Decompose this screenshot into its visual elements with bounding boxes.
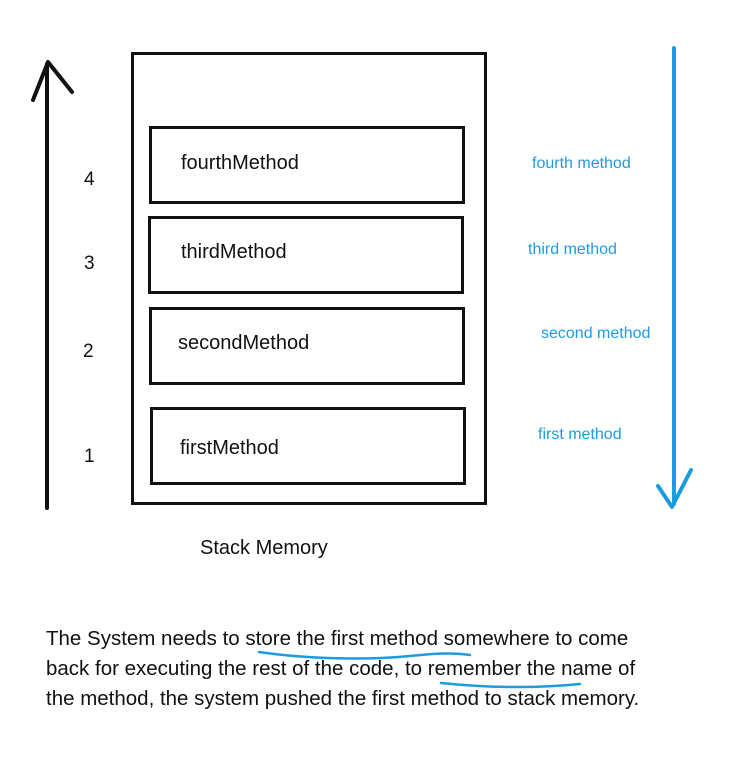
pop-order-label: first method (538, 426, 622, 443)
text-segment: somewhere to come (437, 627, 629, 650)
frame-number: 4 (84, 169, 95, 190)
stack-frame-label: thirdMethod (181, 241, 287, 263)
stack-frame-second (149, 307, 465, 385)
stack-frame-label: fourthMethod (181, 152, 299, 174)
stack-memory-container (131, 52, 487, 505)
text-segment: e name of (543, 657, 636, 680)
underlined-phrase: to remember th (404, 657, 544, 680)
underline-store-first-method (257, 650, 472, 660)
pop-order-label: second method (541, 325, 651, 342)
frame-number: 1 (84, 446, 95, 467)
explanation-paragraph: The System needs to store the first meth… (46, 624, 726, 714)
stack-frame-third (148, 216, 464, 294)
paragraph-line: back for executing the rest of the code,… (46, 654, 726, 684)
stack-frame-fourth (149, 126, 465, 204)
text-segment: back for executing the rest of the code, (46, 657, 405, 680)
stack-memory-caption: Stack Memory (200, 537, 328, 559)
paragraph-line: The System needs to store the first meth… (46, 624, 726, 654)
frame-number: 2 (83, 341, 94, 362)
underline-to-remember (439, 681, 582, 689)
pop-order-label: third method (528, 241, 617, 258)
paragraph-line: the method, the system pushed the first … (46, 687, 640, 710)
stack-frame-label: firstMethod (180, 437, 279, 459)
pop-order-label: fourth method (532, 155, 631, 172)
underlined-phrase: store the first method (245, 627, 438, 650)
text-segment: The System needs to (46, 627, 246, 650)
stack-frame-first (150, 407, 466, 485)
frame-number: 3 (84, 253, 95, 274)
stack-frame-label: secondMethod (178, 332, 310, 354)
